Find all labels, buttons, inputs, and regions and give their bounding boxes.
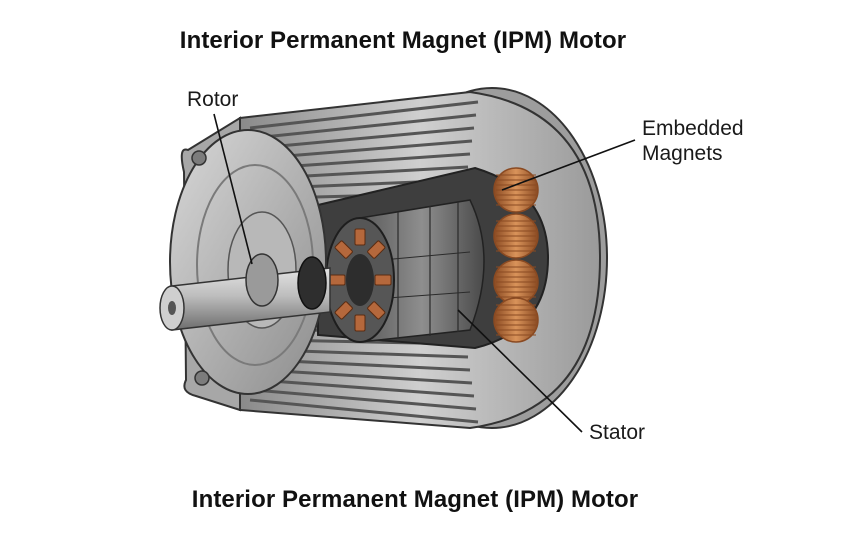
diagram-caption: Interior Permanent Magnet (IPM) Motor	[0, 486, 840, 514]
winding-coil	[494, 168, 538, 212]
magnet-segment	[355, 229, 365, 245]
stator-label: Stator	[589, 420, 645, 445]
winding-coil	[494, 214, 538, 258]
magnet-segment	[329, 275, 345, 285]
winding-coil	[494, 298, 538, 342]
embedded-magnets-label-line1: Embedded	[642, 116, 744, 141]
embedded-magnets-label: Embedded Magnets	[642, 116, 744, 166]
embedded-magnets-label-line2: Magnets	[642, 141, 744, 166]
magnet-segment	[375, 275, 391, 285]
magnet-segment	[355, 315, 365, 331]
rotor-label: Rotor	[187, 87, 238, 112]
